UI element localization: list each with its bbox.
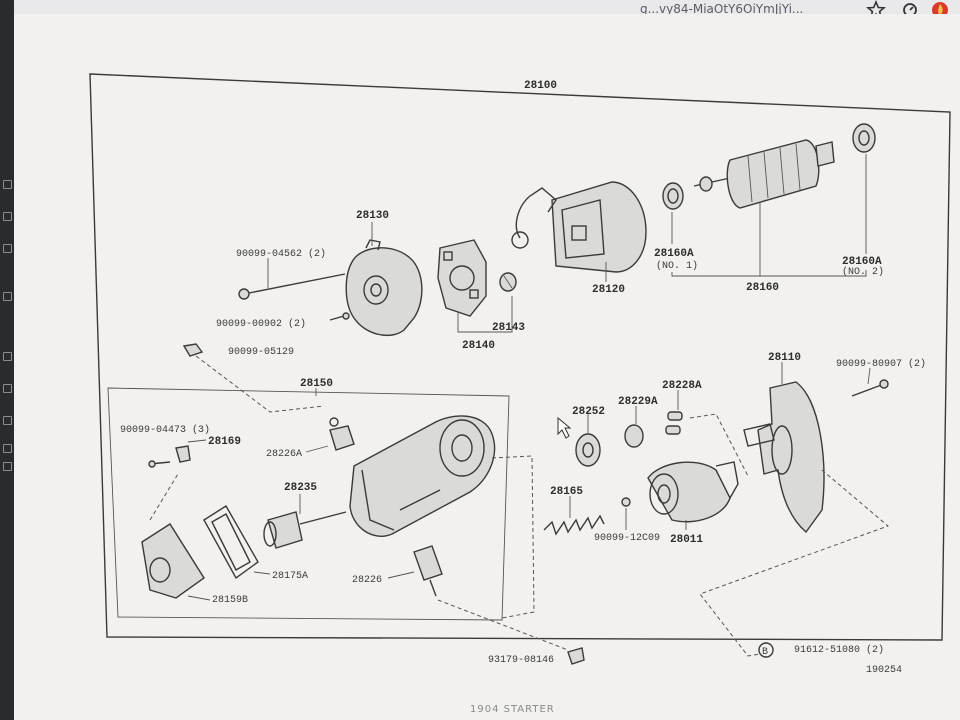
label-90099-04562: 90099-04562 (2) xyxy=(236,248,326,260)
sidebar-glyph[interactable] xyxy=(3,244,12,253)
sidebar-glyph[interactable] xyxy=(3,212,12,221)
label-90099-80907: 90099-80907 (2) xyxy=(836,358,926,370)
label-28159B: 28159B xyxy=(212,595,248,606)
label-28110: 28110 xyxy=(768,352,801,364)
label-28160A-no1-note: (NO. 1) xyxy=(656,260,698,272)
label-28011: 28011 xyxy=(670,534,703,546)
page-caption: 1904 STARTER xyxy=(470,704,555,715)
label-28169: 28169 xyxy=(208,436,241,448)
label-28150: 28150 xyxy=(300,378,333,390)
label-90099-00902: 90099-00902 (2) xyxy=(216,318,306,330)
label-28160A-no2-note: (NO. 2) xyxy=(842,266,884,278)
washer-28169 xyxy=(175,445,191,463)
leader-line xyxy=(305,445,329,453)
outer-frame xyxy=(89,73,951,641)
marker-b: B xyxy=(758,642,774,658)
label-28143: 28143 xyxy=(492,322,525,334)
assembly-number: 28100 xyxy=(524,80,557,92)
sidebar-glyph[interactable] xyxy=(3,352,12,361)
rollers-28228A xyxy=(665,411,683,435)
document-page: 28100 90099-04562 (2) 28130 90099-00902 … xyxy=(14,14,960,720)
sidebar-glyph[interactable] xyxy=(3,384,12,393)
steel-ball xyxy=(621,497,631,507)
dashed-leader xyxy=(491,455,535,619)
gasket-28175A xyxy=(203,505,259,580)
dashed-leader xyxy=(689,413,749,477)
brush-holder-28140 xyxy=(437,239,487,317)
inner-frame-28150 xyxy=(107,387,510,621)
label-93179-08146: 93179-08146 xyxy=(488,655,554,666)
leader-line xyxy=(187,439,207,443)
label-28226: 28226 xyxy=(352,575,382,586)
retainer-28229A xyxy=(624,424,644,448)
armature-28160 xyxy=(693,139,835,209)
label-91612-51080: 91612-51080 (2) xyxy=(794,644,884,656)
bracket-28140 xyxy=(457,296,513,333)
bracket-28160 xyxy=(671,270,867,277)
label-28226A: 28226A xyxy=(266,449,302,460)
bolt-90099-80907 xyxy=(851,379,889,397)
label-28160A-no1: 28160A xyxy=(654,248,694,260)
terminal-28226 xyxy=(413,545,443,597)
address-bar-text[interactable]: g...vy84-MiaOtY6OiYmJjYi... xyxy=(640,2,804,16)
bearing-28160A-no2 xyxy=(852,123,876,153)
label-28165: 28165 xyxy=(550,486,583,498)
leader-line xyxy=(253,571,271,575)
bearing-28160A-no1 xyxy=(662,182,684,210)
dashed-leader xyxy=(437,599,569,651)
leader-line xyxy=(187,595,211,601)
bolt-90099-04562 xyxy=(238,273,346,300)
clip-93179-08146 xyxy=(567,647,585,665)
sidebar-glyph[interactable] xyxy=(3,292,12,301)
dashed-leader xyxy=(149,473,179,521)
dashed-leader xyxy=(195,355,325,413)
label-28235: 28235 xyxy=(284,482,317,494)
plunger-28235 xyxy=(263,511,347,549)
sidebar-glyph[interactable] xyxy=(3,416,12,425)
label-28252: 28252 xyxy=(572,406,605,418)
clip-90099-05129 xyxy=(182,343,204,357)
spring-28143 xyxy=(499,272,517,292)
solenoid-housing xyxy=(349,415,496,537)
mouse-cursor-icon xyxy=(557,416,572,439)
terminal-28226A xyxy=(329,417,355,451)
figure-id: 190254 xyxy=(866,665,902,676)
sidebar-glyph[interactable] xyxy=(3,444,12,453)
cover-28159B xyxy=(141,523,205,599)
label-28228A: 28228A xyxy=(662,380,702,392)
starter-exploded-diagram: 28100 90099-04562 (2) 28130 90099-00902 … xyxy=(89,73,951,676)
label-28229A: 28229A xyxy=(618,396,658,408)
leader-line xyxy=(387,571,415,579)
field-frame-28120 xyxy=(511,181,647,273)
label-28120: 28120 xyxy=(592,284,625,296)
label-28160: 28160 xyxy=(746,282,779,294)
label-28140: 28140 xyxy=(462,340,495,352)
label-90099-05129: 90099-05129 xyxy=(228,347,294,358)
label-28175A: 28175A xyxy=(272,571,308,582)
label-28130: 28130 xyxy=(356,210,389,222)
end-frame-28130 xyxy=(345,239,423,337)
sidebar-glyph[interactable] xyxy=(3,462,12,471)
gear-28252 xyxy=(575,433,601,467)
label-90099-12C09: 90099-12C09 xyxy=(594,533,660,544)
drive-housing-28110 xyxy=(743,381,825,534)
label-90099-04473: 90099-04473 (3) xyxy=(120,424,210,436)
dashed-leader xyxy=(699,469,889,657)
sidebar-strip xyxy=(0,0,14,720)
leader-line xyxy=(867,367,871,385)
sidebar-glyph[interactable] xyxy=(3,180,12,189)
spring-28165 xyxy=(543,514,605,536)
starter-clutch-28011 xyxy=(647,461,739,523)
label-28160A-no2: 28160A xyxy=(842,256,882,268)
marker-b-letter: B xyxy=(762,647,768,658)
screw-90099-04473 xyxy=(148,460,171,468)
screw-90099-00902 xyxy=(329,312,350,321)
